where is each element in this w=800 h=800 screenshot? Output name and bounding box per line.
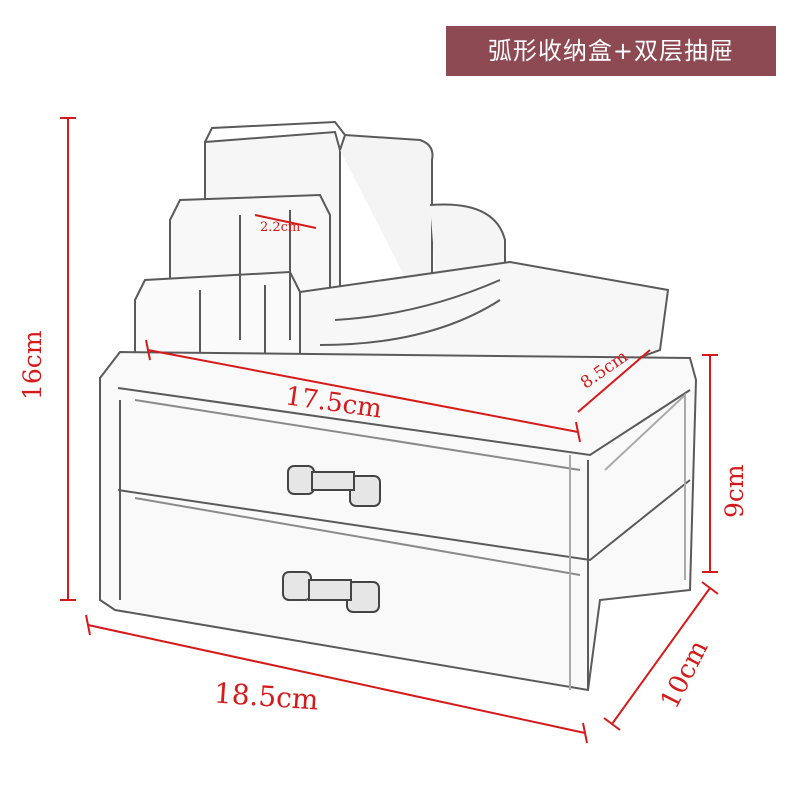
dimension-label-total-height: 16cm [18,330,47,400]
product-title-banner: 弧形收纳盒+双层抽屉 [446,26,776,76]
dimension-label-drawer-height: 9cm [720,464,749,518]
dimension-label-compartment: 2.2cm [260,220,301,235]
